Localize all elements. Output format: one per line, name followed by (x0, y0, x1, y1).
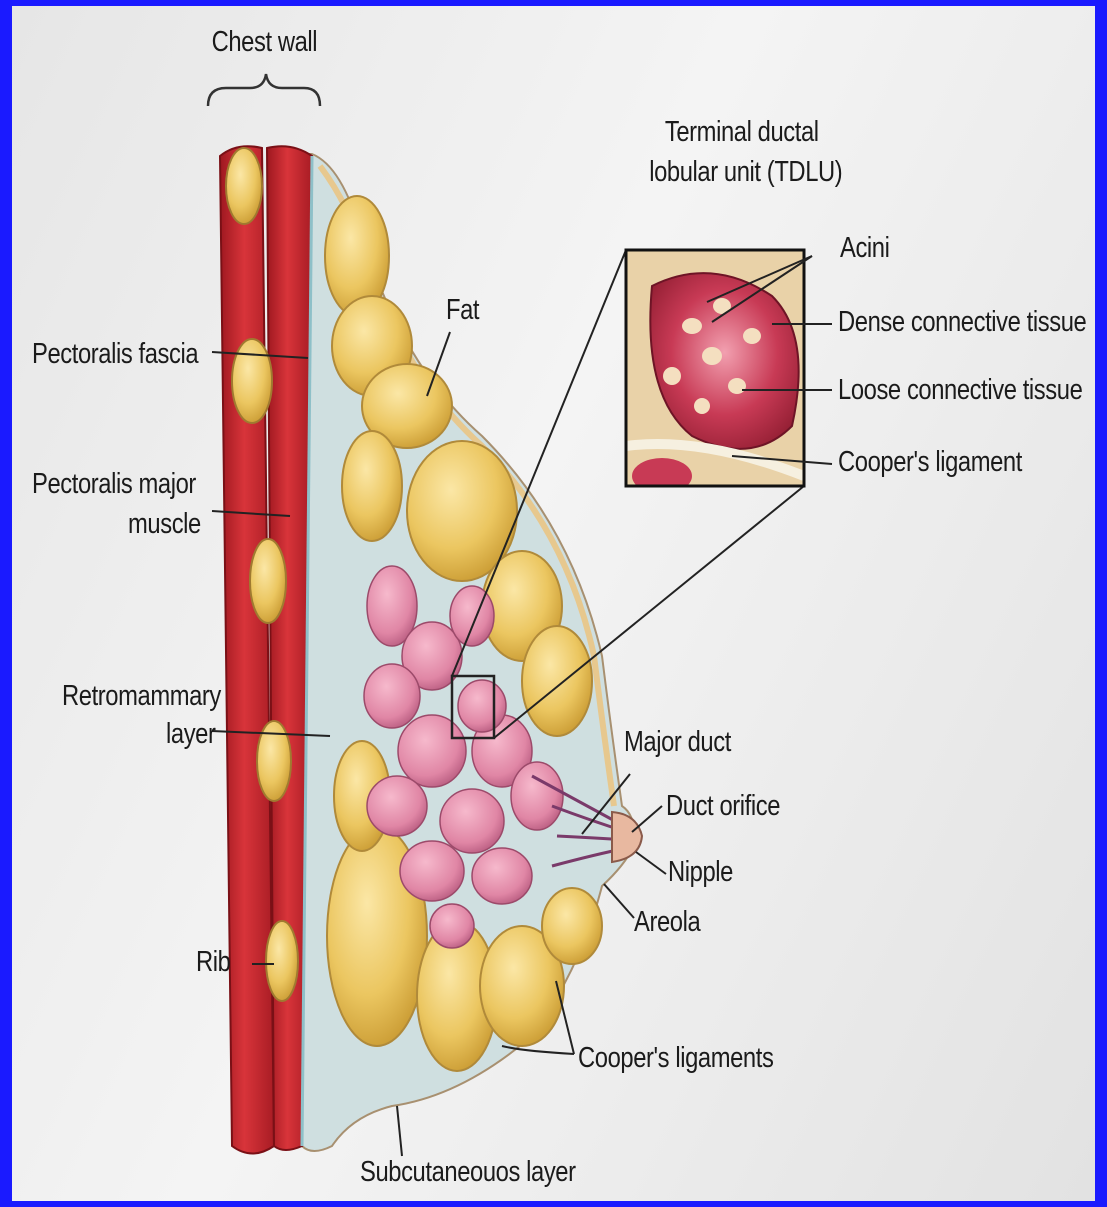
nipple (612, 812, 642, 862)
diagram-frame: Chest wall Terminal ductal lobular unit … (12, 6, 1095, 1201)
label-rib: Rib (196, 946, 230, 979)
label-subcutaneous-layer: Subcutaneouos layer (360, 1156, 576, 1189)
label-dense-connective-tissue: Dense connective tissue (838, 306, 1086, 339)
label-major-duct: Major duct (624, 726, 731, 759)
pectoralis-major-muscle (220, 146, 312, 1153)
label-chest-wall: Chest wall (212, 26, 318, 59)
label-nipple: Nipple (668, 856, 733, 889)
label-acini: Acini (840, 232, 889, 265)
label-coopers-ligaments: Cooper's ligaments (578, 1042, 773, 1075)
label-retromammary-line1: Retromammary (62, 680, 221, 713)
tdlu-inset (626, 250, 804, 494)
label-pectoralis-major-line2: muscle (128, 508, 201, 541)
label-pectoralis-fascia: Pectoralis fascia (32, 338, 198, 371)
label-tdlu-line1: Terminal ductal (665, 116, 819, 149)
label-loose-connective-tissue: Loose connective tissue (838, 374, 1082, 407)
label-tdlu-line2: lobular unit (TDLU) (649, 156, 842, 189)
chest-wall-bracket (208, 74, 320, 106)
label-areola: Areola (634, 906, 700, 939)
label-coopers-ligament: Cooper's ligament (838, 446, 1022, 479)
label-fat: Fat (446, 294, 479, 327)
label-pectoralis-major-line1: Pectoralis major (32, 468, 196, 501)
label-duct-orifice: Duct orifice (666, 790, 780, 823)
label-retromammary-line2: layer (166, 718, 215, 751)
breast-anatomy-illustration (12, 6, 1095, 1201)
